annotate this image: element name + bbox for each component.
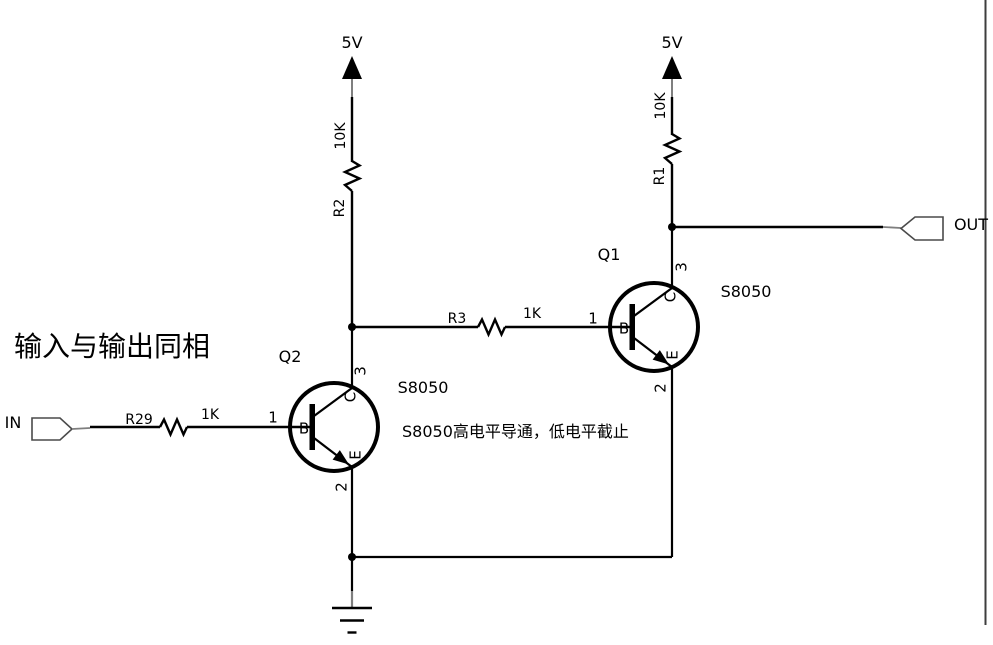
transistor-Q2-ref: Q2 bbox=[278, 347, 302, 366]
q2-pin-base-letter: B bbox=[298, 419, 310, 438]
resistor-R29-ref: R29 bbox=[125, 412, 153, 428]
junction-dot bbox=[348, 323, 356, 331]
resistor-R1-value: 10K bbox=[653, 92, 669, 120]
vcc-label-left: 5V bbox=[341, 33, 363, 52]
resistor-R3-value: 1K bbox=[522, 306, 542, 322]
q2-pin-emitter-letter: E bbox=[346, 450, 365, 460]
out-port-label: OUT bbox=[953, 215, 989, 234]
power-flag-icon-right bbox=[662, 56, 682, 97]
transistor-Q2-part: S8050 bbox=[397, 378, 449, 397]
ground-icon bbox=[332, 591, 372, 634]
junction-dot bbox=[668, 223, 676, 231]
resistor-R1-symbol bbox=[662, 97, 683, 227]
npn-transistor-Q2-symbol bbox=[288, 327, 380, 557]
resistor-R2-symbol bbox=[342, 97, 363, 327]
q1-pin-emitter-number: 2 bbox=[651, 383, 670, 393]
resistor-R2-value: 10K bbox=[333, 122, 349, 150]
q1-pin-collector-number: 3 bbox=[672, 262, 691, 272]
out-port-icon bbox=[899, 216, 944, 241]
in-port-icon bbox=[31, 417, 91, 441]
q1-pin-base-letter: B bbox=[618, 319, 630, 338]
phase-annotation: 输入与输出同相 bbox=[14, 330, 211, 363]
q2-pin-emitter-number: 2 bbox=[332, 482, 351, 492]
transistor-Q1-ref: Q1 bbox=[597, 245, 621, 264]
transistor-Q1-part: S8050 bbox=[720, 282, 772, 301]
vcc-label-right: 5V bbox=[661, 33, 683, 52]
resistor-R29-value: 1K bbox=[200, 407, 220, 423]
wire-output bbox=[672, 225, 902, 229]
q1-pin-emitter-letter: E bbox=[663, 350, 682, 360]
junction-dot bbox=[348, 553, 356, 561]
power-flag-icon-left bbox=[342, 56, 362, 97]
behavior-annotation: S8050高电平导通，低电平截止 bbox=[402, 422, 629, 441]
q1-pin-collector-letter: C bbox=[661, 291, 680, 303]
in-port-label: IN bbox=[4, 413, 22, 432]
npn-transistor-Q1-symbol bbox=[608, 227, 700, 557]
wire-emitter-bus bbox=[350, 555, 672, 591]
q1-pin-base-number: 1 bbox=[588, 309, 598, 328]
q2-pin-collector-number: 3 bbox=[351, 366, 370, 376]
resistor-R1-ref: R1 bbox=[652, 166, 668, 186]
q2-pin-base-number: 1 bbox=[268, 408, 278, 427]
resistor-R2-ref: R2 bbox=[332, 198, 348, 218]
q2-pin-collector-letter: C bbox=[341, 391, 360, 403]
resistor-R3-ref: R3 bbox=[447, 311, 467, 327]
